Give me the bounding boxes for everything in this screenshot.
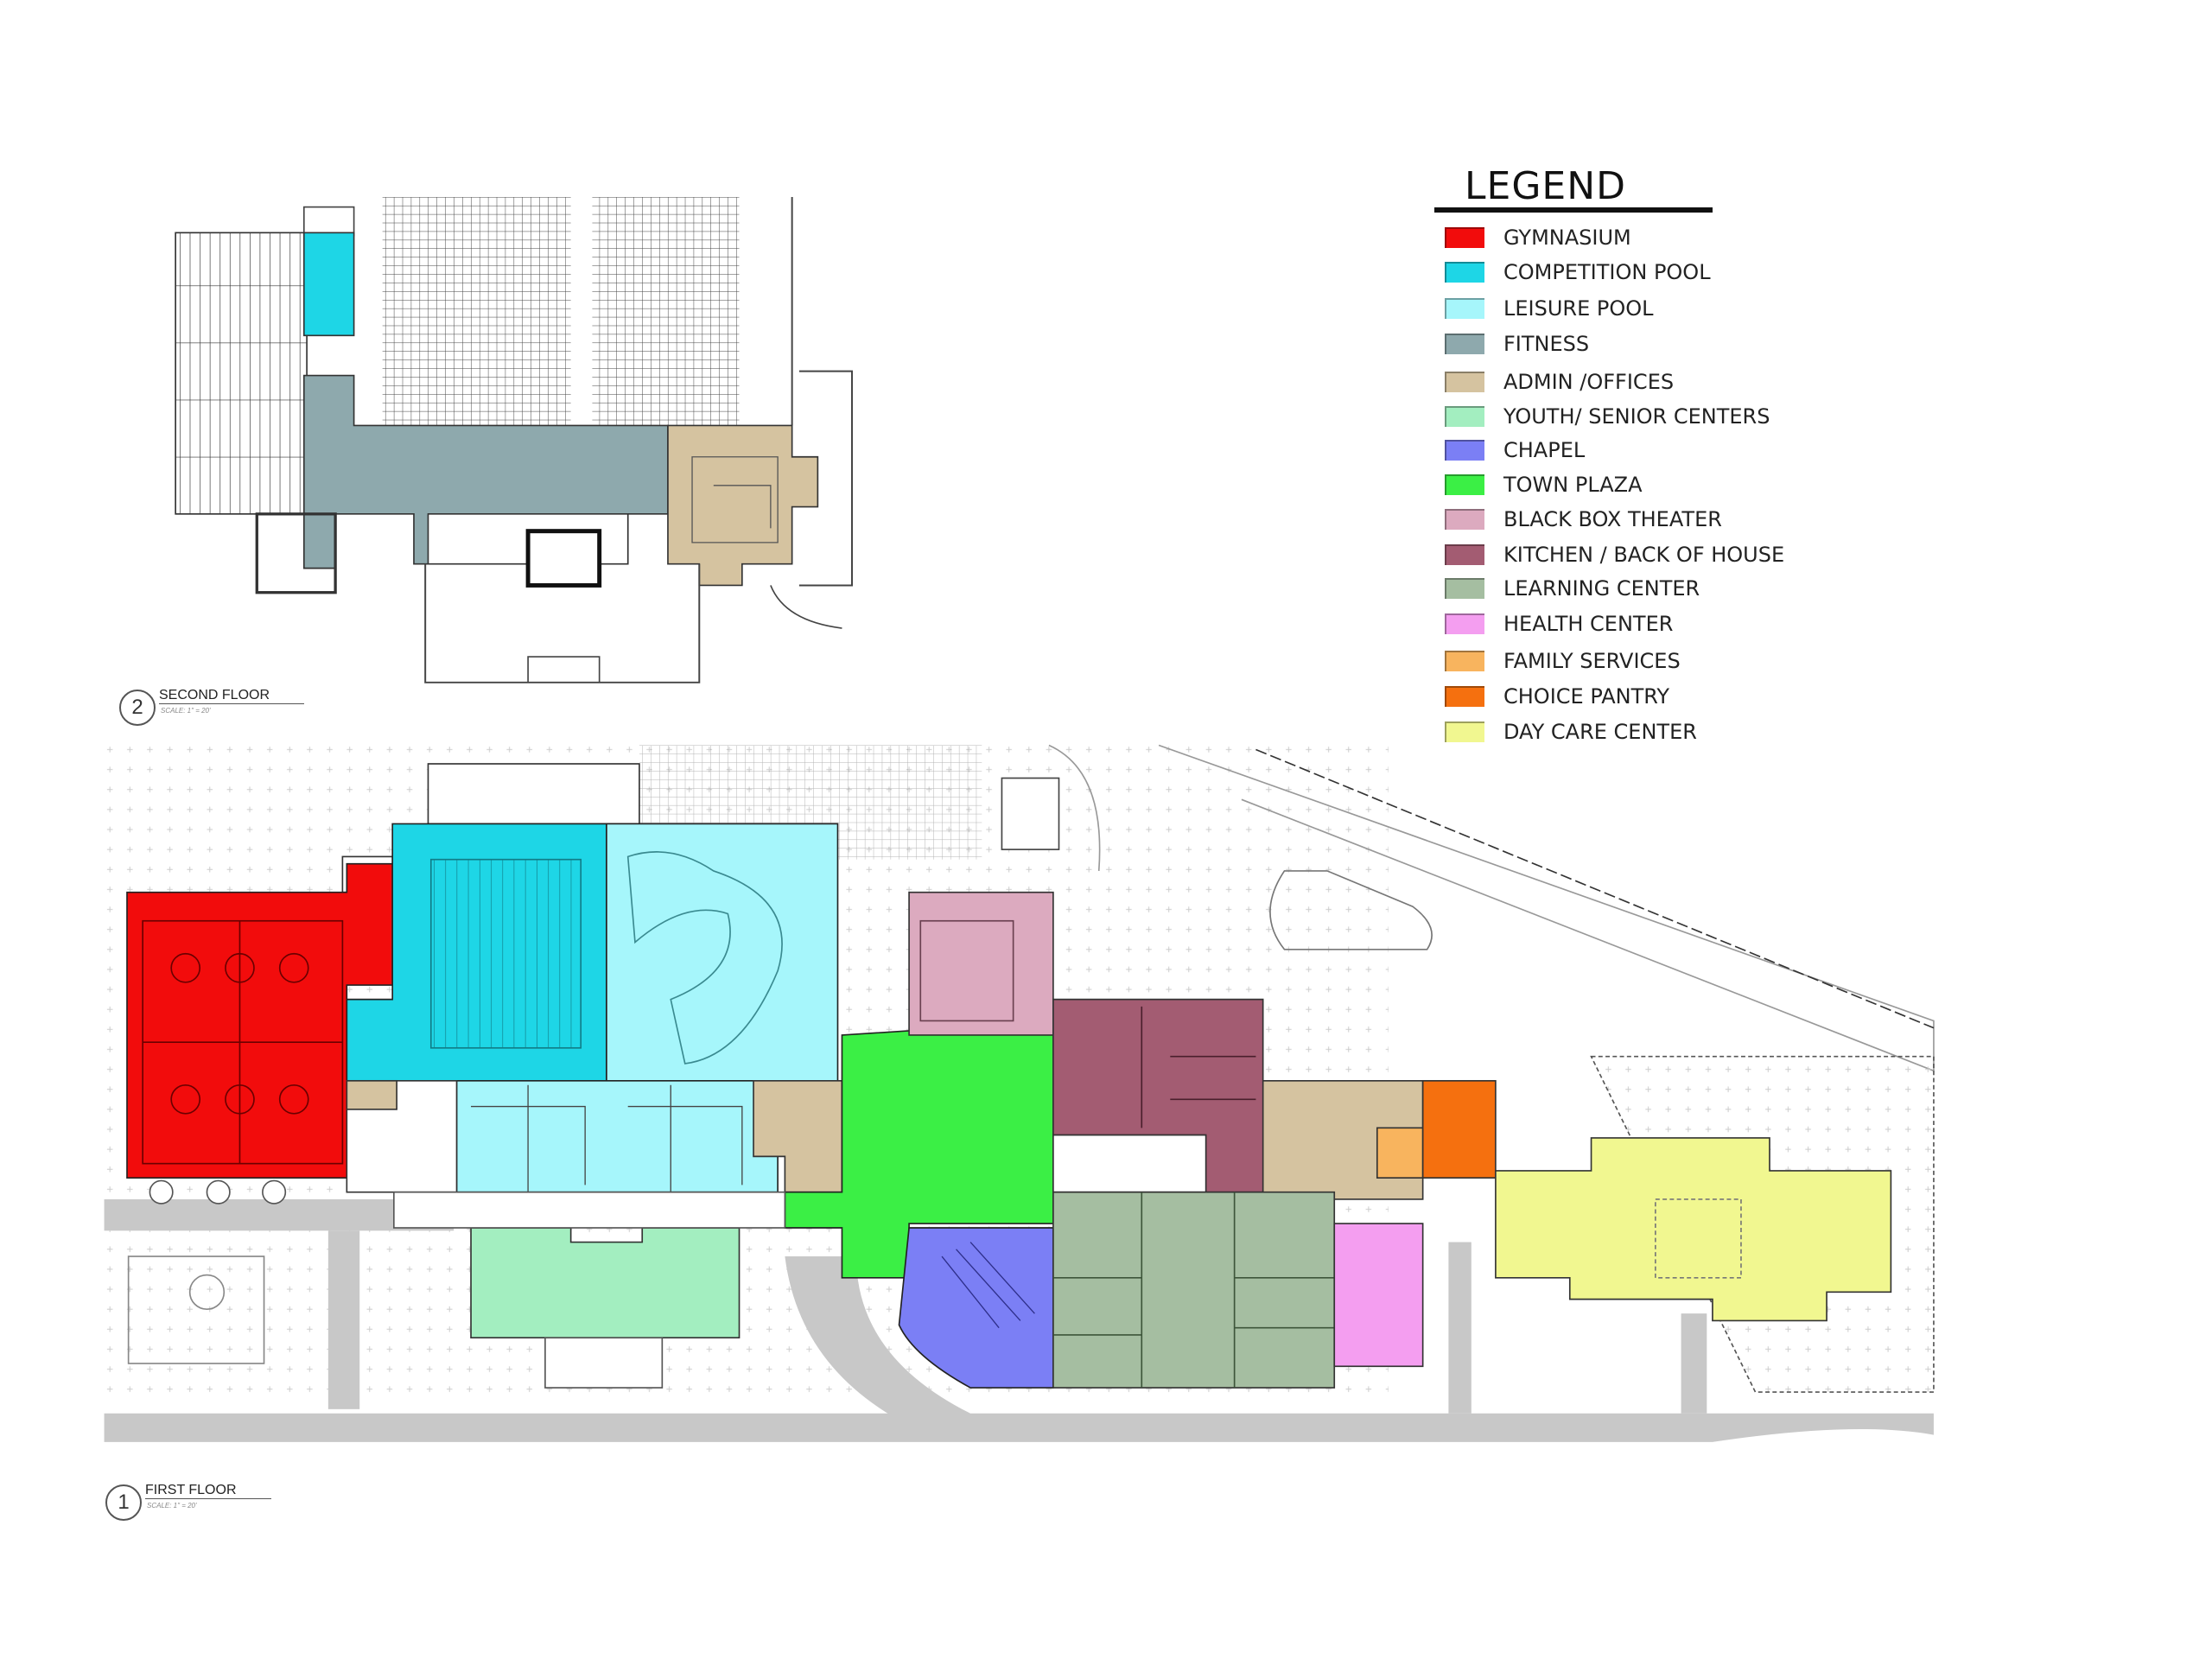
legend-item: LEARNING CENTER bbox=[1434, 575, 1700, 601]
legend-swatch bbox=[1445, 372, 1484, 392]
first-floor-plan bbox=[104, 744, 1935, 1442]
legend-label: YOUTH/ SENIOR CENTERS bbox=[1503, 404, 1770, 429]
legend-item: CHAPEL bbox=[1434, 437, 1585, 463]
leisure-pool-area bbox=[606, 823, 839, 1086]
black-box-theater-area bbox=[908, 891, 1054, 1036]
legend-swatch bbox=[1445, 613, 1484, 634]
legend-divider bbox=[1434, 207, 1713, 213]
floor-scale: SCALE: 1" = 20' bbox=[161, 707, 211, 715]
legend-item: YOUTH/ SENIOR CENTERS bbox=[1434, 404, 1770, 429]
health-center-area bbox=[1333, 1223, 1424, 1368]
legend-item: DAY CARE CENTER bbox=[1434, 719, 1697, 745]
youth-senior-centers-area bbox=[470, 1227, 741, 1339]
floor-number-badge: 2 bbox=[119, 690, 156, 726]
legend-swatch bbox=[1445, 440, 1484, 461]
second-floor-competition-pool bbox=[302, 232, 355, 337]
legend-swatch bbox=[1445, 227, 1484, 248]
legend-label: KITCHEN / BACK OF HOUSE bbox=[1503, 543, 1785, 567]
floor-number-badge: 1 bbox=[105, 1484, 142, 1521]
family-services-area bbox=[1376, 1127, 1424, 1179]
legend-swatch bbox=[1445, 578, 1484, 599]
legend-swatch bbox=[1445, 298, 1484, 319]
legend-item: ADMIN /OFFICES bbox=[1434, 369, 1674, 395]
legend-swatch bbox=[1445, 544, 1484, 565]
day-care-center-area bbox=[1495, 1137, 1892, 1322]
legend-item: BLACK BOX THEATER bbox=[1434, 506, 1722, 532]
legend-label: HEALTH CENTER bbox=[1503, 612, 1674, 636]
floor-title: FIRST FLOOR bbox=[145, 1483, 271, 1499]
legend-label: BLACK BOX THEATER bbox=[1503, 507, 1722, 531]
legend-item: KITCHEN / BACK OF HOUSE bbox=[1434, 542, 1784, 568]
legend-swatch bbox=[1445, 509, 1484, 530]
legend-swatch bbox=[1445, 686, 1484, 707]
legend-swatch bbox=[1445, 262, 1484, 283]
legend-swatch bbox=[1445, 721, 1484, 742]
legend-item: COMPETITION POOL bbox=[1434, 259, 1711, 285]
legend-label: LEISURE POOL bbox=[1503, 296, 1654, 321]
legend-swatch bbox=[1445, 651, 1484, 671]
second-floor-plan bbox=[175, 197, 854, 683]
legend-label: COMPETITION POOL bbox=[1503, 260, 1711, 284]
legend-swatch bbox=[1445, 406, 1484, 427]
legend-label: GYMNASIUM bbox=[1503, 226, 1631, 250]
legend-label: TOWN PLAZA bbox=[1503, 473, 1643, 497]
legend-label: DAY CARE CENTER bbox=[1503, 720, 1697, 744]
legend-title: LEGEND bbox=[1465, 164, 1627, 208]
legend-label: LEARNING CENTER bbox=[1503, 576, 1700, 601]
floor-scale: SCALE: 1" = 20' bbox=[147, 1502, 197, 1510]
legend-item: FAMILY SERVICES bbox=[1434, 648, 1681, 674]
floor-title: SECOND FLOOR bbox=[159, 688, 305, 704]
legend-label: CHOICE PANTRY bbox=[1503, 684, 1670, 709]
second-floor-admin bbox=[667, 424, 819, 587]
legend-item: TOWN PLAZA bbox=[1434, 472, 1643, 498]
legend-swatch bbox=[1445, 334, 1484, 354]
learning-center-area bbox=[1052, 1191, 1336, 1389]
chapel-area bbox=[898, 1227, 1054, 1389]
legend-label: FITNESS bbox=[1503, 332, 1590, 356]
legend-item: LEISURE POOL bbox=[1434, 296, 1654, 321]
legend-swatch bbox=[1445, 474, 1484, 495]
leisure-pool-support bbox=[455, 1079, 779, 1193]
legend-item: CHOICE PANTRY bbox=[1434, 683, 1669, 709]
choice-pantry-area bbox=[1421, 1079, 1497, 1179]
legend-label: CHAPEL bbox=[1503, 438, 1586, 462]
legend-item: GYMNASIUM bbox=[1434, 225, 1631, 251]
legend-label: FAMILY SERVICES bbox=[1503, 649, 1681, 673]
legend-item: FITNESS bbox=[1434, 331, 1589, 357]
legend-label: ADMIN /OFFICES bbox=[1503, 370, 1675, 394]
legend-item: HEALTH CENTER bbox=[1434, 611, 1673, 637]
